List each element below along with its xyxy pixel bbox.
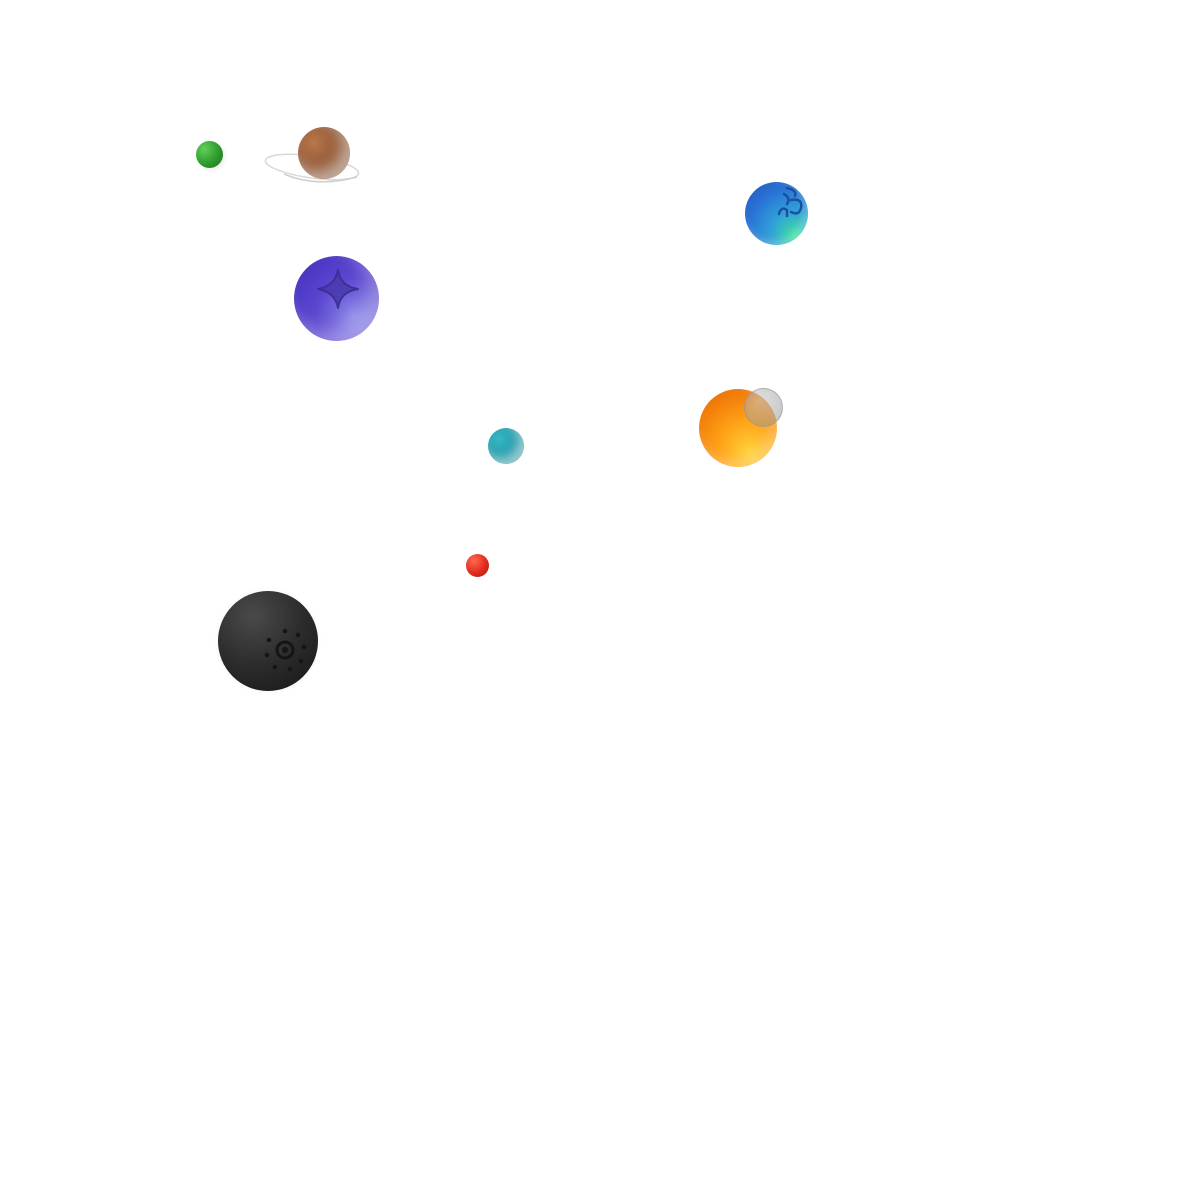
green-planet[interactable] bbox=[196, 141, 223, 168]
sparkle-icon bbox=[317, 269, 359, 309]
sun-dots-icon bbox=[264, 628, 307, 672]
orange-planet-moon[interactable] bbox=[744, 388, 783, 427]
black-planet[interactable] bbox=[218, 591, 318, 691]
brown-planet[interactable] bbox=[298, 127, 350, 179]
red-planet[interactable] bbox=[466, 554, 489, 577]
blue-planet[interactable] bbox=[745, 182, 808, 245]
purple-planet[interactable] bbox=[294, 256, 379, 341]
brown-ringed-planet-group[interactable] bbox=[262, 122, 362, 192]
teal-planet[interactable] bbox=[488, 428, 524, 464]
wave-glyph-icon bbox=[777, 186, 803, 218]
